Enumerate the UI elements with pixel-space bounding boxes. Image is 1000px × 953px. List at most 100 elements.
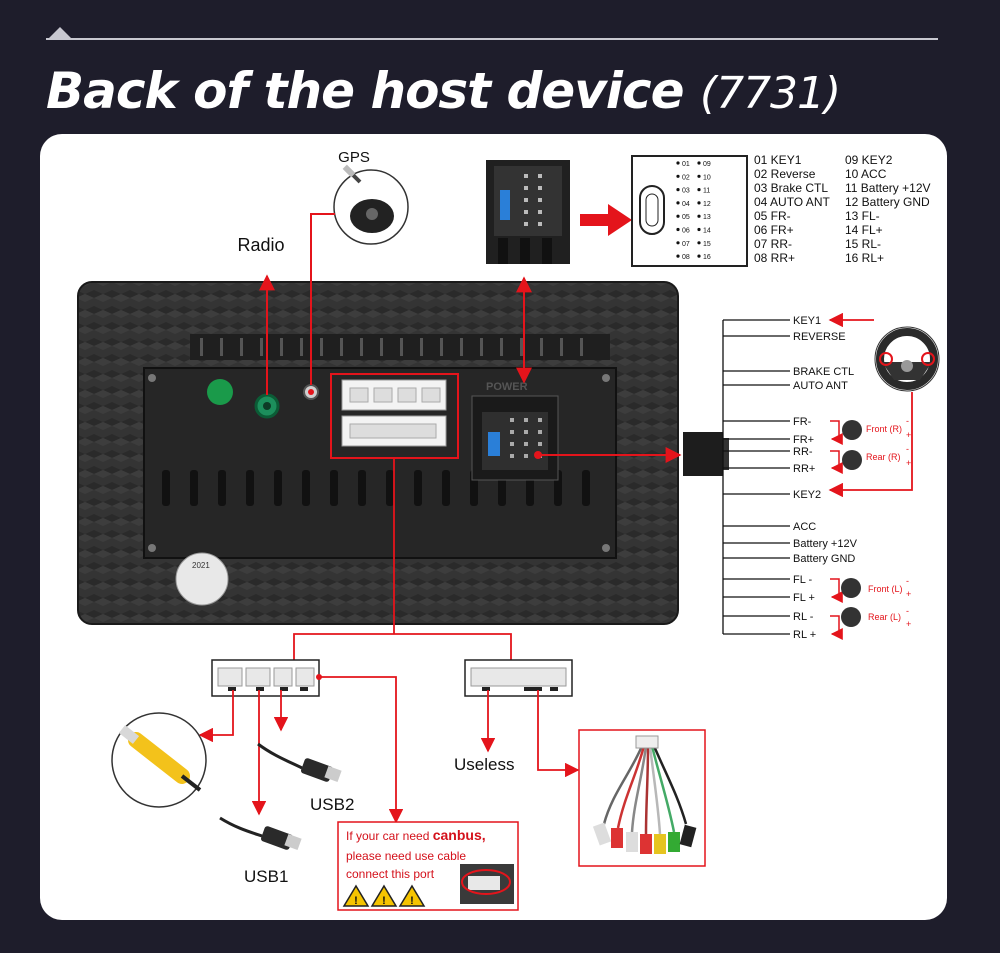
pin-dot — [697, 201, 701, 205]
pin-number: 11 — [703, 188, 710, 195]
pin-08: 08 RR+ — [754, 251, 796, 265]
wire-rl-plus: RL + — [793, 629, 816, 641]
wire-rr-plus: RR+ — [793, 463, 815, 475]
power-connector-photo — [486, 160, 570, 264]
warn-mark-1: ! — [354, 895, 358, 907]
canbus-line2: please need use cable — [346, 849, 466, 863]
pin-number: 04 — [682, 201, 690, 208]
wire-auto-ant: AUTO ANT — [793, 380, 848, 392]
speaker-front-r-icon — [842, 420, 862, 440]
pin-number: 08 — [682, 254, 690, 261]
pin-06: 06 FR+ — [754, 223, 794, 237]
speaker-front-r-minus: - — [906, 416, 909, 426]
wire-rl-minus: RL - — [793, 611, 814, 623]
pin-number: 13 — [703, 214, 711, 221]
power-label: POWER — [486, 381, 528, 393]
pin-04: 04 AUTO ANT — [754, 195, 830, 209]
pin-dot — [697, 161, 701, 165]
pin-09: 09 KEY2 — [845, 153, 893, 167]
header-triangle-icon — [48, 27, 72, 39]
pin-number: 02 — [682, 174, 690, 181]
speaker-rear-r-minus: - — [906, 444, 909, 454]
wire-rr-minus: RR- — [793, 446, 813, 458]
pin-dot — [697, 188, 701, 192]
canbus-note: If your car need canbus, please need use… — [337, 821, 519, 911]
canbus-line1-prefix: If your car need — [346, 829, 433, 843]
speaker-front-r-plus: + — [906, 430, 911, 440]
pin-number: 05 — [682, 214, 690, 221]
pin-05: 05 FR- — [754, 209, 791, 223]
wire-fl-minus: FL - — [793, 574, 812, 586]
usb1-cable: USB1 — [219, 816, 302, 886]
title-main: Back of the host device — [46, 62, 684, 120]
title-model: (7731) — [699, 68, 841, 119]
pin-dot — [697, 254, 701, 258]
harness-wires — [722, 319, 790, 635]
pin-number: 07 — [682, 241, 690, 248]
speaker-front-l-minus: - — [906, 576, 909, 586]
pin-dot — [697, 214, 701, 218]
speaker-rear-l-minus: - — [906, 606, 909, 616]
speaker-front-l-icon — [841, 578, 861, 598]
pin-number: 16 — [703, 254, 711, 261]
bottom-branch-lines — [293, 458, 512, 660]
pin-07: 07 RR- — [754, 237, 793, 251]
speaker-front-r-label: Front (R) — [866, 424, 902, 434]
rca-video-cable — [111, 712, 207, 808]
device-back: POWER — [77, 281, 679, 625]
serial-sticker: 2021 — [175, 552, 229, 606]
diagram-panel: POWER 2021 GPS — [40, 134, 947, 920]
pin-number: 10 — [703, 174, 711, 181]
pin-12: 12 Battery GND — [845, 195, 930, 209]
pin-dot — [697, 174, 701, 178]
harness-plug — [683, 432, 729, 476]
speaker-rear-l-label: Rear (L) — [868, 612, 901, 622]
useless-label: Useless — [454, 755, 514, 774]
wire-key1: KEY1 — [793, 315, 821, 327]
right-arrow-icon — [580, 204, 632, 236]
pin-dot — [697, 241, 701, 245]
pin-dot — [697, 227, 701, 232]
speaker-rear-r-plus: + — [906, 458, 911, 468]
power-connector — [471, 395, 559, 481]
pin-13: 13 FL- — [845, 209, 880, 223]
warn-mark-2: ! — [382, 895, 386, 907]
rca-harness-photo — [578, 729, 706, 867]
wiring-diagram: POWER 2021 GPS — [77, 149, 940, 911]
pin-14: 14 FL+ — [845, 223, 883, 237]
wire-fl-plus: FL + — [793, 592, 815, 604]
usb-canbus-socket — [341, 379, 447, 411]
wire-battery-gnd: Battery GND — [793, 553, 855, 565]
gps-label: GPS — [338, 149, 370, 166]
pin-number: 01 — [682, 161, 690, 168]
pin-10: 10 ACC — [845, 167, 887, 181]
radio-label: Radio — [237, 235, 284, 255]
pin-dot — [676, 201, 680, 205]
wire-reverse: REVERSE — [793, 331, 846, 343]
pin-11: 11 Battery +12V — [845, 181, 931, 195]
speaker-front-l-plus: + — [906, 589, 911, 599]
canbus-line3: connect this port — [346, 867, 435, 881]
usb2-cable: USB2 — [257, 742, 354, 814]
pin-dot — [676, 241, 680, 245]
header-divider — [46, 38, 938, 40]
pin-15: 15 RL- — [845, 237, 882, 251]
pin-number: 14 — [703, 228, 711, 235]
sticker-year: 2021 — [192, 561, 210, 570]
pin-02: 02 Reverse — [754, 167, 816, 181]
wire-fr-plus: FR+ — [793, 434, 814, 446]
warn-mark-3: ! — [410, 895, 414, 907]
wire-brake: BRAKE CTL — [793, 366, 854, 378]
certification-badge-icon — [207, 379, 233, 405]
pin-16: 16 RL+ — [845, 251, 885, 265]
canbus-line1-emph: canbus, — [433, 827, 486, 843]
wire-battery-12v: Battery +12V — [793, 538, 858, 550]
svg-text:If your car need canbus,: If your car need canbus, — [346, 827, 486, 843]
pin-dot — [676, 254, 680, 258]
speaker-rear-r-icon — [842, 450, 862, 470]
pin-column-left: 01 KEY1 02 Reverse 03 Brake CTL 04 AUTO … — [754, 153, 830, 265]
gps-antenna: GPS — [333, 149, 409, 245]
usb-canbus-connector — [211, 659, 320, 697]
page-title: Back of the host device (7731) — [46, 62, 841, 120]
